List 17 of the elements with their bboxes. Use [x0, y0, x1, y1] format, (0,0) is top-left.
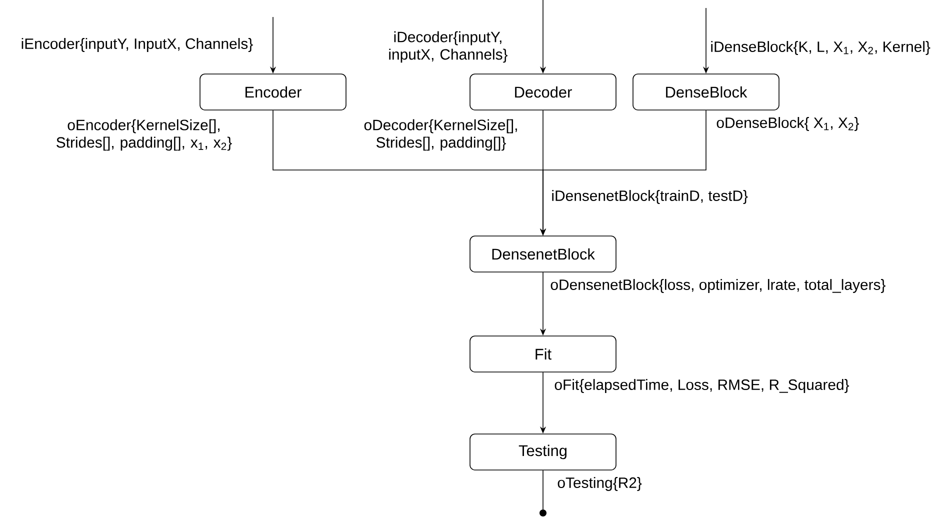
edge-label: oDenseBlock{ X$_{1}$, X$_{2}$}	[716, 117, 859, 131]
edge-label: oDensenetBlock{loss, optimizer, lrate, total_layers}	[550, 279, 886, 293]
process-box: Testing	[470, 434, 616, 470]
process-box: Fit	[470, 336, 616, 372]
process-box: Encoder	[200, 74, 346, 110]
edge-label: iDenseBlock{K, L, X$_{1}$, X$_{2}$, Kernel}	[711, 41, 930, 55]
edge-label: iEncoder{inputY, InputX, Channels}	[22, 38, 253, 52]
process-box: DensenetBlock	[470, 236, 616, 272]
edge-label: oDecoder{KernelSize[], Strides[], padding[]}	[364, 119, 517, 151]
edge-label: oTesting{R2}	[558, 477, 642, 491]
edge-label: oEncoder{KernelSize[], Strides[], padding[], x$_{1}$, x$_{2}$}	[56, 119, 232, 151]
arrow	[540, 470, 546, 516]
process-box: Decoder	[470, 74, 616, 110]
edge-label: iDecoder{inputY, inputX, Channels}	[389, 31, 508, 63]
process-box: DenseBlock	[632, 74, 780, 110]
edge-label: oFit{elapsedTime, Loss, RMSE, R_Squared}	[554, 379, 850, 393]
port-label: iDensenetBlock{trainD, testD}	[552, 190, 748, 204]
